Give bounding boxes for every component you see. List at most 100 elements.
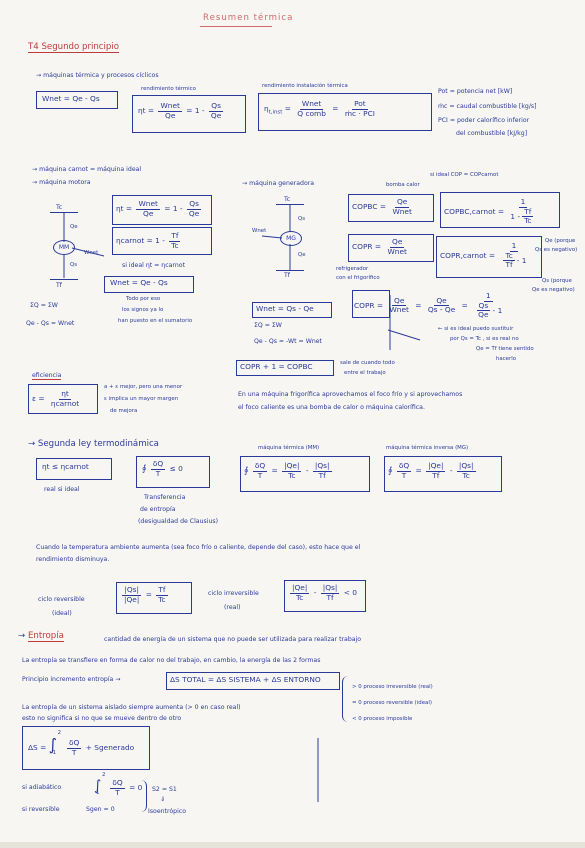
bomba-label: bomba calor xyxy=(386,182,420,188)
ef-lhs: ε = xyxy=(32,394,45,404)
cop-sum-eq: COPR + 1 = COPBC xyxy=(240,362,313,371)
mt-den-3: Tf xyxy=(318,470,326,480)
sgen-zero: Sgen = 0 xyxy=(86,806,115,813)
adiab-integral: ∫ 2 1 xyxy=(94,772,106,796)
entropia-def: cantidad de energía de un sistema que no… xyxy=(104,636,362,643)
copbc-lhs: COPBC = xyxy=(352,202,387,212)
irr-num-2: |Qs| xyxy=(320,583,340,594)
adiab-den: T xyxy=(115,787,120,797)
eta-den-2: Qe xyxy=(188,208,200,218)
copr-box xyxy=(348,234,434,262)
ds-sgen: + Sgenerado xyxy=(85,743,135,752)
rend-num-1: Wnet xyxy=(158,101,182,112)
ds-lhs: ΔS = xyxy=(28,743,47,752)
note-pci2: del combustible [kJ/kg] xyxy=(456,130,528,137)
carnot-note: → máquina carnot = máquina ideal xyxy=(32,166,142,173)
ds-den: T xyxy=(71,747,77,757)
rend-eta: ηt = xyxy=(138,106,155,116)
adiab-int-up: 2 xyxy=(102,772,106,778)
ef-note-1: a + ε mejor, pero una menor xyxy=(104,384,183,390)
irr-den-2: Tf xyxy=(326,592,334,602)
irr-minus: - xyxy=(313,588,317,598)
eta-minus: = 1 - xyxy=(164,204,183,214)
eta-den-1: Qe xyxy=(143,208,154,218)
rend-num-2: Qs xyxy=(209,101,223,112)
cop-sum-box xyxy=(236,360,334,376)
mt-label: máquina térmica (MM) xyxy=(258,445,320,451)
mt-frac-2: |Qe|Tc xyxy=(282,461,302,480)
isoentropico-label: Isoentrópico xyxy=(148,808,187,815)
ds-int-lo: 1 xyxy=(52,750,57,756)
mg-den-3: Tc xyxy=(462,470,470,480)
copr-carnot-lhs: COPR,carnot = xyxy=(440,250,496,260)
copbc-carnot-den-a: 1 - xyxy=(510,211,521,221)
ideal-note-3: Qe = Tf tiene sentido xyxy=(476,346,534,352)
clausius-num: δQ xyxy=(150,459,166,470)
ds-int-up: 2 xyxy=(57,730,62,736)
copr2-den-1: Wnet xyxy=(389,305,409,315)
entropia-line-2: La entropía se transfiere en forma de ca… xyxy=(22,657,321,664)
case-brace xyxy=(342,676,351,722)
ambiente-line-1: Cuando la temperatura ambiente aumenta (… xyxy=(36,544,361,551)
note-todo-1: Todo por eso xyxy=(126,296,161,302)
mt-num-2: |Qe| xyxy=(282,461,302,472)
adiab-int-lo: 1 xyxy=(96,790,100,796)
copr-carnot-minus1: - 1 xyxy=(516,255,527,265)
ef-num: ηt xyxy=(59,389,71,400)
wnet2-box xyxy=(252,302,332,318)
adiabatico-label: si adiabático xyxy=(22,784,62,791)
copr2-lhs: COPR = xyxy=(354,300,384,310)
qs-label: Qs xyxy=(70,262,78,268)
wnet-label-mg: Wnet xyxy=(252,228,267,234)
mg-frac-3: |Qs|Tc xyxy=(456,461,476,480)
rend-den-2: Qe xyxy=(210,110,222,120)
ef-note-3: de mejora xyxy=(110,408,138,414)
generadora-heading: → máquina generadora xyxy=(242,180,315,187)
mg-num-1: δQ xyxy=(396,461,412,472)
mg-num-3: |Qs| xyxy=(456,461,476,472)
rev-frac-1: |Qs||Qe| xyxy=(122,585,141,604)
sale-note-2: entre el trabajo xyxy=(344,370,386,376)
mm-label: MM xyxy=(58,244,70,251)
rend-minus: = 1 - xyxy=(186,106,205,116)
inst-sub: t,inst xyxy=(268,109,283,116)
irr-label: ciclo irreversible xyxy=(208,590,259,597)
mt-box xyxy=(240,456,370,492)
eta-lhs: ηt = xyxy=(116,204,133,214)
mg-circle: MG xyxy=(280,231,302,246)
copr2-minus1: - 1 xyxy=(492,305,503,315)
qe-label: Qe xyxy=(70,224,78,230)
copbc-carnot-num: 1 xyxy=(518,197,528,208)
carnot-num: Tf xyxy=(169,231,181,242)
rev-den-2: Tc xyxy=(158,594,166,604)
mg-frac-2: |Qe|Tf xyxy=(426,461,446,480)
ef-den: ηcarnot xyxy=(50,398,80,408)
entropia-title: Entropía xyxy=(27,631,64,642)
inst-den-1: Q comb xyxy=(297,108,326,118)
note-todo-2: los signos ya lo xyxy=(122,307,164,313)
clausius-box xyxy=(136,456,210,488)
section-heading-segundo-principio: T4 Segundo principio xyxy=(28,42,120,53)
note-todo-3: han puesto en el sumatorio xyxy=(118,318,193,324)
ideal-eta: si ideal ηt = ηcarnot xyxy=(122,262,185,269)
case-gt0: > 0 proceso irreversible (real) xyxy=(352,684,433,690)
carnot-lhs: ηcarnot = 1 - xyxy=(116,236,165,246)
isoentropico-arrow: ⇓ xyxy=(160,796,166,803)
rev-num-1: |Qs| xyxy=(122,585,141,596)
ds-int-sign: ∫ xyxy=(48,735,57,754)
irr-frac-1: |Qe|Tc xyxy=(290,583,310,602)
rev-den-1: |Qe| xyxy=(124,594,140,604)
ef-note-2: ε implica un mayor margen xyxy=(104,396,179,402)
copr2-box xyxy=(352,290,390,318)
mm-circle: MM xyxy=(53,240,75,255)
case-eq0: = 0 proceso reversible (ideal) xyxy=(352,700,432,706)
copbc-carnot-inner-num: Tf xyxy=(522,206,534,218)
